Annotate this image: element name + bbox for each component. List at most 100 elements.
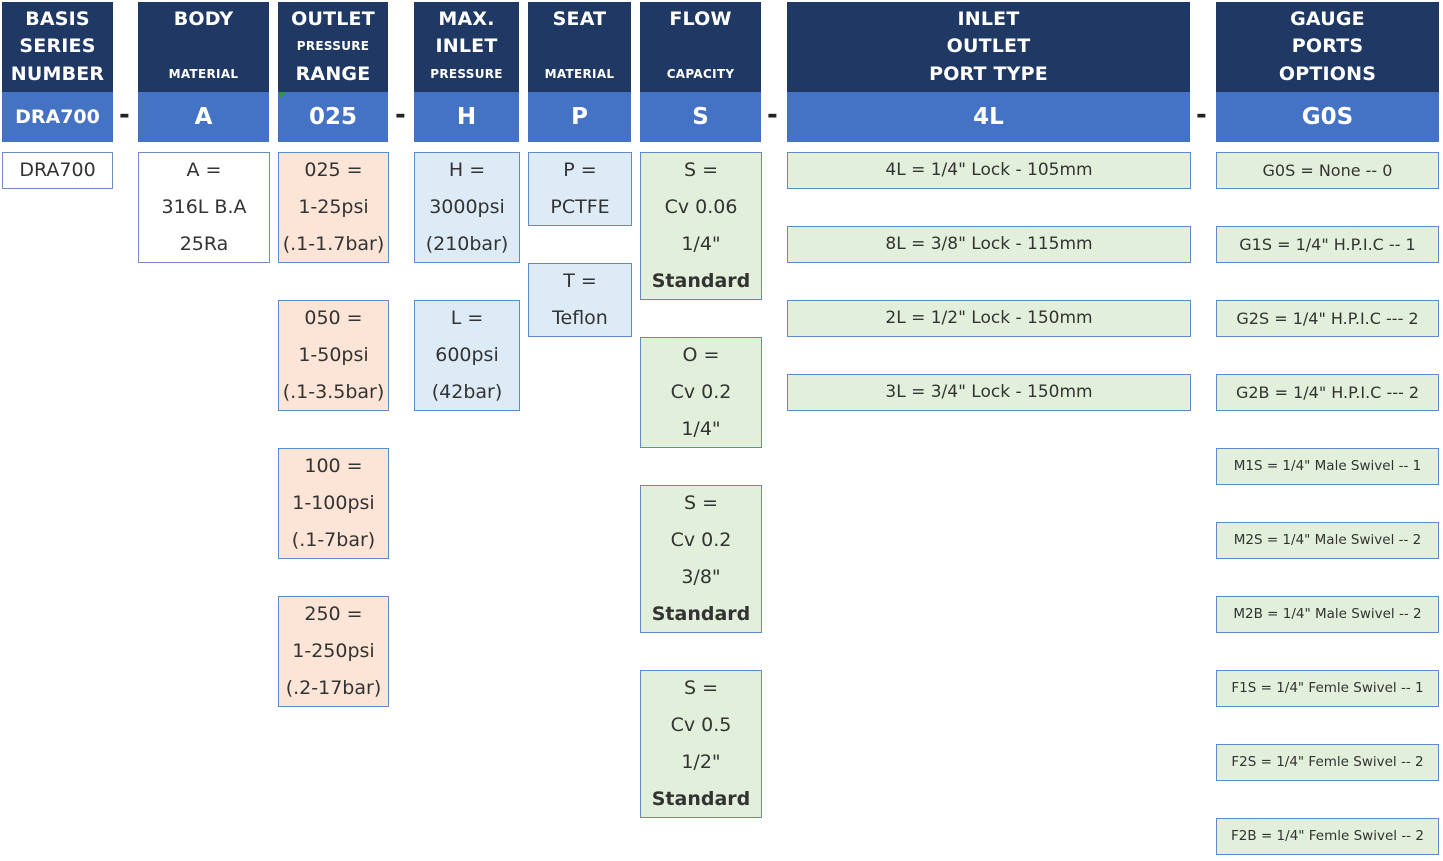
option-text: F2B = 1/4" Femle Swivel -- 2: [1231, 828, 1424, 844]
option-text: 4L = 1/4" Lock - 105mm: [885, 160, 1093, 180]
option-text: S =: [683, 677, 719, 699]
gauge-option-g0s: G0S = None -- 0: [1216, 152, 1439, 189]
option-text: 250 =: [304, 603, 363, 625]
flow-option-s-006: S = Cv 0.06 1/4" Standard: [640, 152, 762, 300]
option-text: (210bar): [425, 233, 509, 255]
separator-dash: -: [1196, 100, 1207, 130]
header-line: INLET: [435, 35, 498, 57]
gauge-option-g2b: G2B = 1/4" H.P.I.C --- 2: [1216, 374, 1439, 411]
port-option-8l: 8L = 3/8" Lock - 115mm: [787, 226, 1191, 263]
header-line: OUTLET: [291, 7, 375, 30]
code-flow: S: [640, 92, 761, 142]
option-text: 25Ra: [179, 233, 229, 255]
gauge-option-f2b: F2B = 1/4" Femle Swivel -- 2: [1216, 818, 1439, 855]
header-line: BODY: [173, 7, 234, 30]
header-line: PRESSURE: [430, 66, 503, 81]
option-text: (.1-7bar): [291, 529, 376, 551]
header-line: [576, 33, 583, 59]
option-text: 1-250psi: [292, 640, 375, 662]
seat-option-t: T = Teflon: [528, 263, 632, 337]
option-text: 316L B.A: [161, 196, 247, 218]
code-gauge: G0S: [1216, 92, 1439, 142]
header-line: [200, 33, 207, 59]
header-line: PORT TYPE: [929, 62, 1048, 85]
header-line: OUTLET: [946, 35, 1031, 57]
outlet-option-250: 250 = 1-250psi (.2-17bar): [278, 596, 389, 707]
option-text: S =: [683, 492, 719, 514]
option-text: M2S = 1/4" Male Swivel -- 2: [1233, 532, 1422, 548]
header-line: MATERIAL: [168, 66, 239, 81]
separator-dash: -: [395, 100, 406, 130]
outlet-option-050: 050 = 1-50psi (.1-3.5bar): [278, 300, 389, 411]
flow-option-s-02: S = Cv 0.2 3/8" Standard: [640, 485, 762, 633]
code-body: A: [138, 92, 269, 142]
code-outlet: 025: [278, 92, 388, 142]
header-line: SEAT: [552, 7, 607, 30]
option-text: 600psi: [435, 344, 499, 366]
option-text: DRA700: [19, 159, 96, 181]
header-outlet-pressure-range: OUTLET PRESSURE RANGE: [278, 2, 388, 92]
gauge-option-m1s: M1S = 1/4" Male Swivel -- 1: [1216, 448, 1439, 485]
header-inlet-outlet-port-type: INLET OUTLET PORT TYPE: [787, 2, 1190, 92]
option-text: F2S = 1/4" Femle Swivel -- 2: [1231, 754, 1424, 770]
option-text: T =: [563, 270, 597, 292]
port-option-3l: 3L = 3/4" Lock - 150mm: [787, 374, 1191, 411]
header-line: [697, 33, 704, 59]
header-seat-material: SEAT MATERIAL: [528, 2, 631, 92]
option-text: 050 =: [304, 307, 363, 329]
option-text: F1S = 1/4" Femle Swivel -- 1: [1231, 680, 1424, 696]
option-text-standard: Standard: [651, 788, 751, 810]
option-text: 2L = 1/2" Lock - 150mm: [885, 308, 1093, 328]
header-line: PORTS: [1291, 35, 1364, 57]
outlet-option-100: 100 = 1-100psi (.1-7bar): [278, 448, 389, 559]
option-text: Cv 0.2: [670, 381, 732, 403]
option-text: (.2-17bar): [285, 677, 382, 699]
option-text: Cv 0.2: [670, 529, 732, 551]
header-line: GAUGE: [1290, 7, 1365, 30]
option-text: 1-25psi: [298, 196, 369, 218]
header-flow-capacity: FLOW CAPACITY: [640, 2, 761, 92]
option-text: 3000psi: [429, 196, 505, 218]
port-option-2l: 2L = 1/2" Lock - 150mm: [787, 300, 1191, 337]
header-gauge-ports-options: GAUGE PORTS OPTIONS: [1216, 2, 1439, 92]
option-text: P =: [563, 159, 597, 181]
option-text: 025 =: [304, 159, 363, 181]
option-text: 1/4": [681, 233, 721, 255]
outlet-option-025: 025 = 1-25psi (.1-1.7bar): [278, 152, 389, 263]
basis-option: DRA700: [2, 152, 113, 189]
flow-option-s-05: S = Cv 0.5 1/2" Standard: [640, 670, 762, 818]
flow-option-o-02: O = Cv 0.2 1/4": [640, 337, 762, 448]
option-text: (.1-3.5bar): [282, 381, 385, 403]
gauge-option-f1s: F1S = 1/4" Femle Swivel -- 1: [1216, 670, 1439, 707]
option-text: Cv 0.06: [664, 196, 738, 218]
header-body-material: BODY MATERIAL: [138, 2, 269, 92]
header-max-inlet-pressure: MAX. INLET PRESSURE: [414, 2, 519, 92]
option-text: S =: [683, 159, 719, 181]
header-line: PRESSURE: [296, 39, 370, 53]
option-text: 3L = 3/4" Lock - 150mm: [885, 382, 1093, 402]
option-text: A =: [186, 159, 222, 181]
option-text: (42bar): [431, 381, 503, 403]
option-text: Teflon: [552, 307, 608, 329]
cell-comment-marker: [280, 92, 286, 98]
separator-dash: -: [119, 100, 130, 130]
option-text: H =: [448, 159, 486, 181]
inlet-option-h: H = 3000psi (210bar): [414, 152, 520, 263]
inlet-option-l: L = 600psi (42bar): [414, 300, 520, 411]
option-text: M1S = 1/4" Male Swivel -- 1: [1233, 458, 1422, 474]
code-port: 4L: [787, 92, 1190, 142]
gauge-option-g1s: G1S = 1/4" H.P.I.C -- 1: [1216, 226, 1439, 263]
code-basis: DRA700: [2, 92, 113, 142]
port-option-4l: 4L = 1/4" Lock - 105mm: [787, 152, 1191, 189]
option-text: 100 =: [304, 455, 363, 477]
option-text: G2B = 1/4" H.P.I.C --- 2: [1235, 383, 1420, 402]
option-text: L =: [450, 307, 484, 329]
option-text-standard: Standard: [651, 603, 751, 625]
header-line: MATERIAL: [544, 66, 615, 81]
header-line: FLOW: [669, 7, 732, 30]
option-text: G1S = 1/4" H.P.I.C -- 1: [1239, 235, 1416, 254]
separator-dash: -: [767, 100, 778, 130]
seat-option-p: P = PCTFE: [528, 152, 632, 226]
option-text: 8L = 3/8" Lock - 115mm: [885, 234, 1093, 254]
option-text: Cv 0.5: [670, 714, 732, 736]
